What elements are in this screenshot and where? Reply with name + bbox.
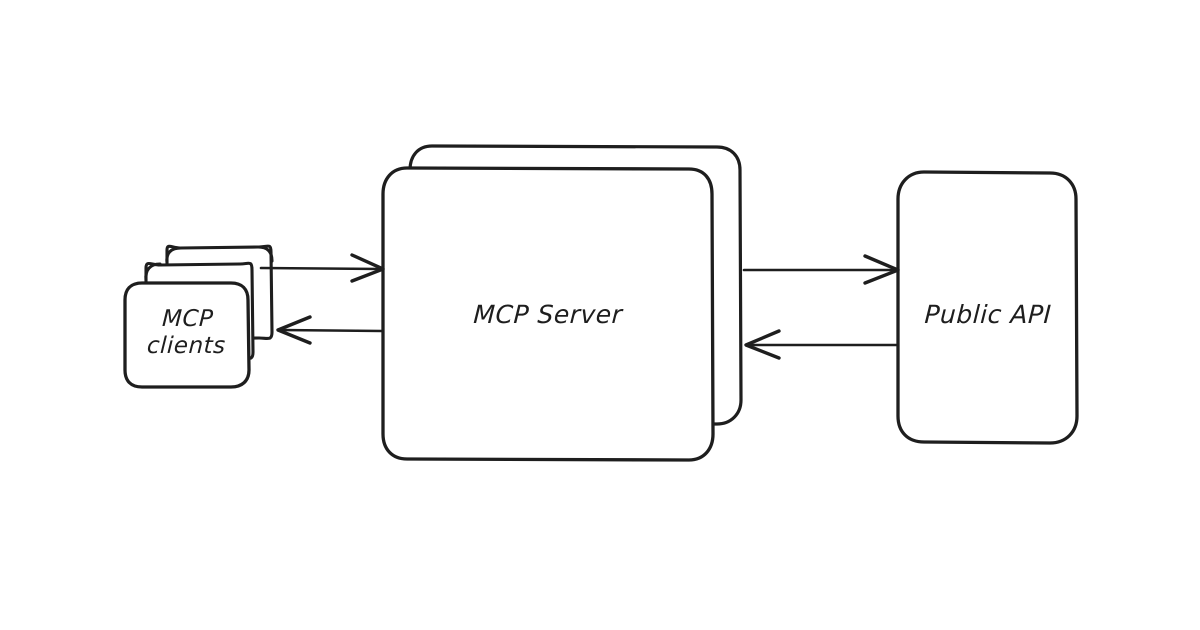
edge-clients-to-server-line <box>259 266 384 271</box>
edge-clients-to-server[interactable] <box>259 253 385 283</box>
edge-clients-to-server-arrowhead <box>350 253 385 283</box>
edge-api-to-server-arrowhead <box>744 329 781 360</box>
mcp-clients-back-corner-3 <box>165 246 183 264</box>
mcp-server-front-shape <box>381 166 715 462</box>
edge-server-to-clients[interactable] <box>276 315 384 345</box>
public-api-shape <box>896 170 1079 445</box>
node-public-api[interactable] <box>896 170 1079 445</box>
edge-server-to-clients-arrowhead <box>276 315 312 345</box>
node-mcp-clients[interactable] <box>123 244 274 389</box>
edge-server-to-api[interactable] <box>742 254 900 285</box>
node-mcp-server[interactable] <box>381 144 743 462</box>
mcp-clients-front-shape <box>123 281 251 389</box>
edge-api-to-server[interactable] <box>744 329 899 360</box>
edge-server-to-api-arrowhead <box>863 254 900 285</box>
edge-server-to-clients-line <box>278 328 384 333</box>
mcp-clients-back-corner-2 <box>144 262 162 282</box>
mcp-clients-back-corner-3b <box>256 245 274 263</box>
